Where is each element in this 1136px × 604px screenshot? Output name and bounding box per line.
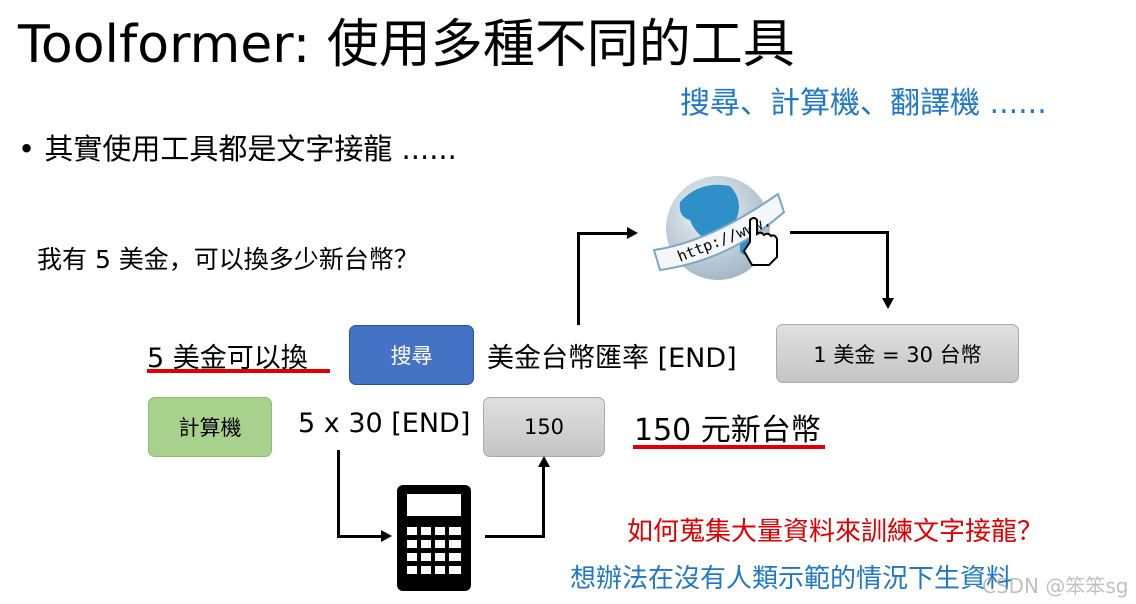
calc-result-box: 150: [483, 397, 605, 457]
arrow-segment: [790, 231, 889, 234]
arrow-segment: [886, 231, 889, 299]
search-result-box: 1 美金 = 30 台幣: [776, 324, 1019, 383]
arrow-segment: [577, 232, 580, 325]
calc-expression: 5 x 30 [END]: [298, 408, 471, 439]
prefix-underline: [147, 369, 330, 373]
arrow-segment: [485, 535, 545, 538]
watermark: CSDN @笨笨sg: [982, 574, 1129, 598]
arrow-segment: [577, 232, 629, 235]
arrow-head-up: [538, 456, 550, 467]
arrow-head-down: [882, 298, 894, 309]
bullet-text: 其實使用工具都是文字接龍 ......: [44, 132, 457, 166]
bullet-point: • 其實使用工具都是文字接龍 ......: [18, 126, 457, 168]
tools-note: 搜尋、計算機、翻譯機 ......: [680, 86, 1047, 121]
answer-underline: [633, 445, 825, 449]
bullet-icon: •: [18, 132, 45, 166]
arrow-head-right: [381, 530, 392, 542]
calculator-tool-box: 計算機: [148, 397, 272, 457]
slide-title: Toolformer: 使用多種不同的工具: [18, 15, 795, 75]
row1-prefix: 5 美金可以換: [147, 343, 308, 374]
arrow-head-right: [627, 227, 638, 239]
red-question: 如何蒐集大量資料來訓練文字接龍？: [627, 517, 1044, 547]
question-text: 我有 5 美金，可以換多少新台幣？: [37, 245, 419, 274]
arrow-segment: [542, 466, 545, 538]
arrow-segment: [337, 535, 382, 538]
arrow-segment: [337, 450, 340, 538]
search-query: 美金台幣匯率 [END]: [487, 343, 737, 374]
final-answer: 150 元新台幣: [634, 413, 821, 448]
globe-web-icon: http://www.: [652, 176, 786, 280]
search-tool-box: 搜尋: [349, 325, 474, 385]
blue-answer: 想辦法在沒有人類示範的情況下生資料: [570, 564, 1013, 594]
calculator-icon: [397, 485, 471, 591]
